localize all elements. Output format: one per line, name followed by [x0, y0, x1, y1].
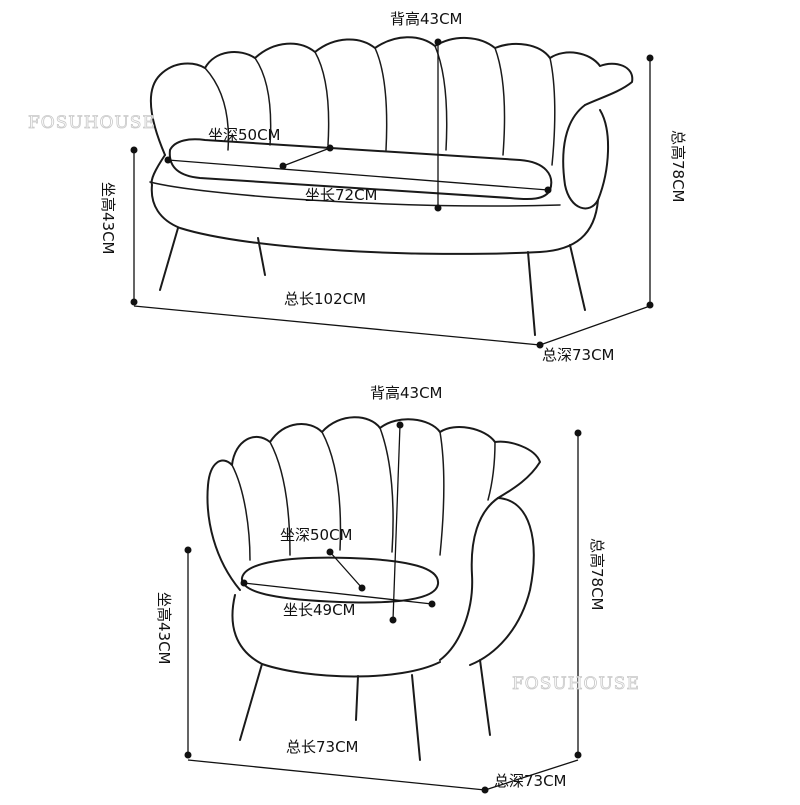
sofa-total-height-label: 总高78CM — [669, 130, 687, 203]
sofa-seat-height-label: 坐高43CM — [99, 182, 117, 255]
sofa-backrest — [149, 36, 634, 156]
chair-seat-cushion — [241, 556, 440, 604]
sofa-total-length-label: 总长102CM — [284, 290, 366, 308]
sofa-dimensions — [130, 38, 654, 349]
chair-total-height-label: 总高78CM — [588, 538, 606, 611]
chair-total-length-label: 总长73CM — [286, 738, 359, 756]
chair-seat-length-label: 坐长49CM — [283, 601, 356, 619]
watermark-bottom: FOSUHOUSE — [512, 674, 640, 694]
sofa-seat-length-label: 坐长72CM — [305, 186, 378, 204]
chair-total-depth-label: 总深73CM — [494, 772, 567, 790]
sofa-channels — [204, 45, 556, 166]
sofa-back-height-label: 背高43CM — [390, 10, 463, 28]
sofa-right-arm — [562, 104, 609, 210]
chair-seat-height-label: 坐高43CM — [155, 592, 173, 665]
chair-seat-depth-label: 坐深50CM — [280, 526, 353, 544]
watermark-top: FOSUHOUSE — [28, 113, 156, 133]
sofa-base — [150, 184, 599, 255]
chair-dimensions — [184, 421, 582, 794]
sofa-total-depth-label: 总深73CM — [542, 346, 615, 364]
chair-backrest — [206, 416, 541, 591]
chair-channels — [231, 427, 496, 561]
chair-back-height-label: 背高43CM — [370, 384, 443, 402]
chair-drawing — [184, 416, 582, 794]
sofa-drawing — [130, 36, 654, 349]
chair-right-arm — [439, 497, 535, 666]
chair-base — [231, 594, 441, 678]
sofa-seat-depth-label: 坐深50CM — [208, 126, 281, 144]
sofa-legs — [159, 227, 586, 336]
chair-legs — [239, 659, 491, 761]
sofa-left-arm — [150, 154, 166, 186]
